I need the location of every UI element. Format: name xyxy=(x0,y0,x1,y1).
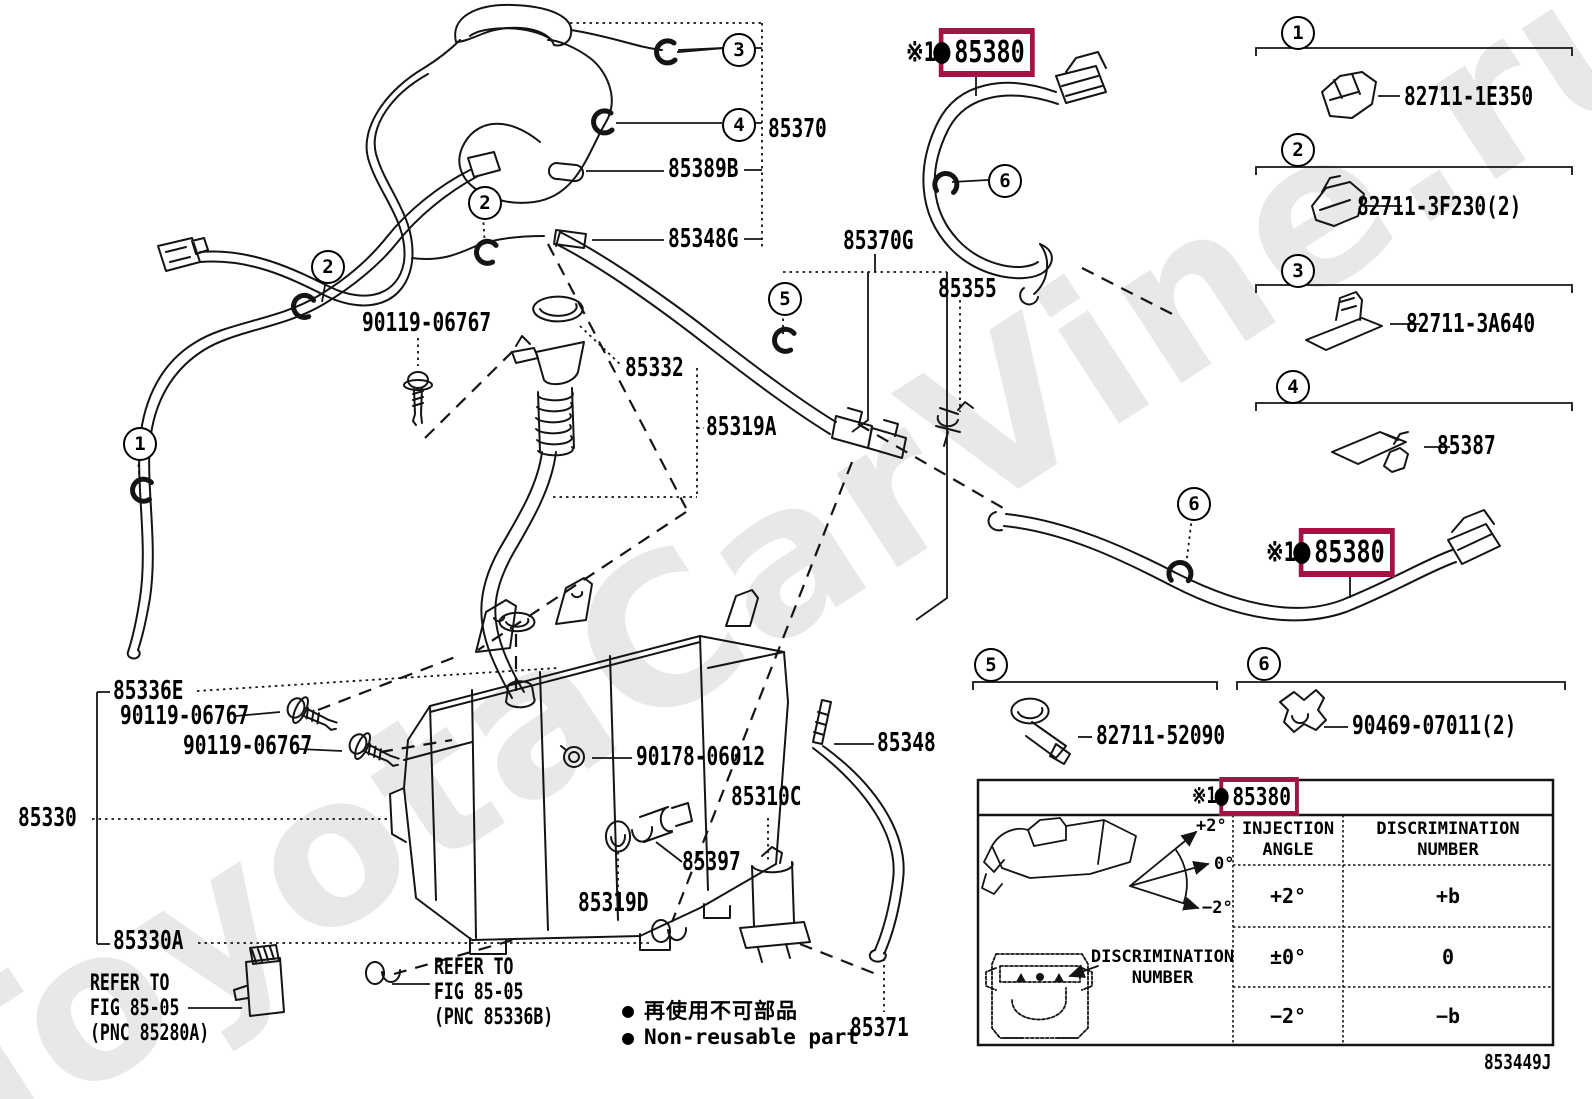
part-label-82711-52090: 82711-52090 xyxy=(1096,721,1226,751)
part-label-90119-06767: 90119-06767 xyxy=(120,701,250,731)
callout-5: 5 xyxy=(974,648,1008,682)
angle-label-1: 0° xyxy=(1214,854,1235,874)
part-label-90469-07011(2): 90469-07011(2) xyxy=(1352,711,1517,741)
table-cell-r2c0: −2° xyxy=(1269,1003,1307,1028)
callout-6: 6 xyxy=(1247,647,1281,681)
reservoir-tank-art xyxy=(389,577,789,955)
table-cell-r0c0: +2° xyxy=(1269,883,1307,908)
callout-5: 5 xyxy=(768,282,802,316)
part-label-82711-3a640: 82711-3A640 xyxy=(1406,309,1536,339)
clip-parts-art xyxy=(1010,71,1409,765)
part-label-85330: 85330 xyxy=(18,803,77,833)
leader-lines xyxy=(96,47,1573,1009)
non-reusable-dot-icon xyxy=(1214,787,1229,806)
part-label-82711-3f230(2): 82711-3F230(2) xyxy=(1357,192,1522,222)
headlamp-washer-hose-art xyxy=(922,51,1501,622)
callout-2: 2 xyxy=(1281,133,1315,167)
non-reusable-dot-icon xyxy=(1293,541,1311,564)
non-reusable-dot-icon xyxy=(933,41,951,64)
callout-3: 3 xyxy=(722,33,756,67)
legend-dot-icon: ● xyxy=(622,997,635,1022)
drawing-code: 853449J xyxy=(1484,1050,1552,1074)
note-ref-prefix: ※1 xyxy=(906,37,937,68)
legend-text: Non-reusable part xyxy=(644,1024,859,1049)
part-label-85397: 85397 xyxy=(682,847,741,877)
table-cell-r1c0: ±0° xyxy=(1269,944,1307,969)
part-label-90119-06767: 90119-06767 xyxy=(362,308,492,338)
part-label-85371: 85371 xyxy=(850,1013,909,1043)
part-label-82711-1e350: 82711-1E350 xyxy=(1404,82,1534,112)
part-label-90178-06012: 90178-06012 xyxy=(636,742,766,772)
angle-label-0: +2° xyxy=(1196,816,1227,836)
nut-art xyxy=(560,745,585,768)
part-label-85348: 85348 xyxy=(877,728,936,758)
nozzle-hose-art xyxy=(555,231,974,459)
connector-sketch-art xyxy=(985,953,1093,1039)
part-label-85355: 85355 xyxy=(938,274,997,304)
callout-1: 1 xyxy=(1281,16,1315,50)
callout-6: 6 xyxy=(1177,487,1211,521)
callout-3: 3 xyxy=(1281,254,1315,288)
part-label-85332: 85332 xyxy=(625,353,684,383)
callout-4: 4 xyxy=(722,108,756,142)
dashed-lines xyxy=(317,243,1181,976)
part-label-85319d: 85319D xyxy=(578,888,649,918)
callout-2: 2 xyxy=(468,186,502,220)
part-label-85389b: 85389B xyxy=(668,154,739,184)
table-cell-r2c1: −b xyxy=(1435,1003,1461,1028)
part-label-85348g: 85348G xyxy=(668,224,739,254)
part-label-85387: 85387 xyxy=(1437,431,1496,461)
part-number-box[interactable]: 85380 xyxy=(933,28,1035,77)
part-label-90119-06767: 90119-06767 xyxy=(183,731,313,761)
nozzle-sketch-art xyxy=(981,817,1210,978)
washer-hose-85348-art xyxy=(812,699,905,963)
callout-4: 4 xyxy=(1276,370,1310,404)
callout-6: 6 xyxy=(988,164,1022,198)
note-ref-prefix: ※1 xyxy=(1266,537,1297,568)
washer-pump-art xyxy=(233,802,811,1017)
non-reusable-legend: ● 再使用不可部品 ● Non-reusable part xyxy=(622,996,859,1050)
callout-2: 2 xyxy=(311,250,345,284)
table-cell-r1c1: 0 xyxy=(1441,944,1455,969)
part-label-85319a: 85319A xyxy=(706,412,777,442)
note-ref-prefix: ※1 xyxy=(1192,784,1217,809)
table-cell-r0c1: +b xyxy=(1435,883,1461,908)
legend-dot-icon: ● xyxy=(622,1024,635,1049)
part-label-85310c: 85310C xyxy=(731,782,802,812)
angle-label-2: −2° xyxy=(1202,898,1233,918)
part-label-85370: 85370 xyxy=(768,114,827,144)
legend-text: 再使用不可部品 xyxy=(644,998,799,1023)
part-number-box[interactable]: 85380 xyxy=(1293,528,1395,577)
part-label-85330a: 85330A xyxy=(113,926,184,956)
filler-neck-art xyxy=(480,295,585,699)
dotted-leaders xyxy=(92,22,1193,1012)
part-label-85370g: 85370G xyxy=(843,226,914,256)
part-label-85336e: 85336E xyxy=(113,676,184,706)
connector-marks-art xyxy=(1016,973,1064,982)
callout-1: 1 xyxy=(123,427,157,461)
part-number-box[interactable]: 85380 xyxy=(1214,777,1299,816)
